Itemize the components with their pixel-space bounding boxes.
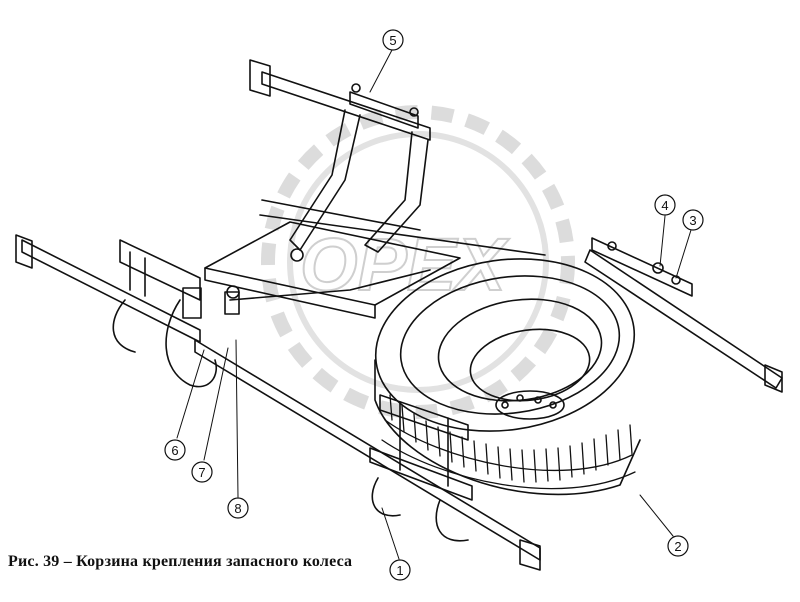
callout-8-label: 8 [234,501,241,516]
watermark-logo: OPEX [261,105,575,419]
callout-1: 1 [389,559,411,581]
callout-3: 3 [682,209,704,231]
hoop-brackets [182,285,240,319]
callout-7: 7 [191,461,213,483]
left-long-bar [15,234,201,343]
callout-1-label: 1 [396,563,403,578]
front-long-bar [194,339,541,571]
top-crossbar [249,59,431,141]
callout-6-label: 6 [171,443,178,458]
callout-5: 5 [382,29,404,51]
figure-caption: Рис. 39 – Корзина крепления запасного ко… [8,553,353,570]
bottom-hoops [112,299,469,542]
callout-2: 2 [667,535,689,557]
callout-2-label: 2 [674,539,681,554]
tyre-basket-band [379,394,469,487]
right-crossbar [584,237,783,393]
callout-5-label: 5 [389,33,396,48]
spare-tyre [374,258,641,496]
center-frame [204,221,461,319]
callout-8: 8 [227,497,249,519]
leader-lines [176,49,692,560]
hanger-arms [259,109,546,256]
callout-7-label: 7 [198,465,205,480]
callout-4: 4 [654,194,676,216]
wheel-rim [437,298,603,420]
tyre-tread [381,394,636,490]
callout-3-label: 3 [689,213,696,228]
callout-4-label: 4 [661,198,668,213]
callout-6: 6 [164,439,186,461]
